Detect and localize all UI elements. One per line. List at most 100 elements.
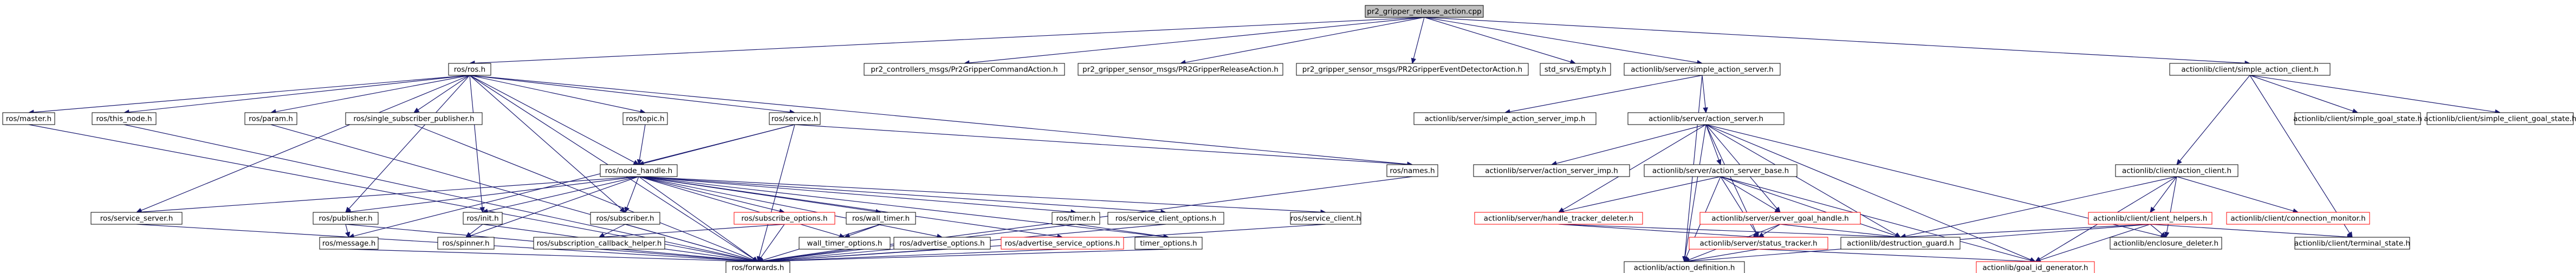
node-label: actionlib/client/terminal_state.h (2294, 239, 2410, 248)
edge-ros_node_handle-to-ros_service_client (638, 176, 1327, 215)
node-as-status-tracker[interactable]: actionlib/server/status_tracker.h (1689, 237, 1828, 250)
node-ros-service-client[interactable]: ros/service_client.h (1290, 212, 1361, 225)
node-label: actionlib/client/simple_client_goal_stat… (2424, 115, 2576, 123)
node-label: pr2_gripper_sensor_msgs/PR2GripperReleas… (1082, 66, 1279, 74)
edge-ros_ros-to-ros_names (469, 75, 1413, 167)
node-ros-timer-options[interactable]: timer_options.h (1134, 237, 1203, 250)
edge-ac_simple-to-ac_action_client (2176, 75, 2250, 165)
node-ac-terminal-state[interactable]: actionlib/client/terminal_state.h (2294, 237, 2410, 250)
node-al-destruction-guard[interactable]: actionlib/destruction_guard.h (1840, 237, 1961, 250)
node-ros-sub-cb-helper[interactable]: ros/subscription_callback_helper.h (533, 237, 665, 250)
node-ac-connection-monitor[interactable]: actionlib/client/connection_monitor.h (2226, 212, 2370, 225)
node-ros-subscribe-options[interactable]: ros/subscribe_options.h (734, 212, 835, 225)
node-label: actionlib/client/client_helpers.h (2093, 214, 2208, 223)
node-ros-wall-timer-options[interactable]: wall_timer_options.h (799, 237, 891, 250)
node-ros-service-server[interactable]: ros/service_server.h (90, 212, 183, 225)
edge-ac_simple-to-ac_simple_goal_state (2249, 75, 2359, 114)
node-ac-simple-client-goal-state[interactable]: actionlib/client/simple_client_goal_stat… (2424, 112, 2576, 125)
node-ros-wall-timer[interactable]: ros/wall_timer.h (846, 212, 916, 225)
edge-ros_ros-to-ros_this_node (123, 75, 470, 115)
edge-root-to-pr2c_cmd (963, 17, 1425, 66)
node-label: actionlib/server/action_server_base.h (1652, 167, 1789, 176)
edge-as_server_goal_handle-to-as_status_tracker (1757, 224, 1781, 238)
node-ros-param[interactable]: ros/param.h (244, 112, 297, 125)
node-ros-advertise-options[interactable]: ros/advertise_options.h (893, 237, 991, 250)
node-root[interactable]: pr2_gripper_release_action.cpp (1365, 5, 1484, 18)
node-ros-timer[interactable]: ros/timer.h (1052, 212, 1100, 225)
node-ros-forwards[interactable]: ros/forwards.h (725, 261, 790, 273)
edge-root-to-ac_simple (1424, 17, 2251, 66)
node-ros-node-handle[interactable]: ros/node_handle.h (600, 164, 678, 177)
node-al-action-definition[interactable]: actionlib/action_definition.h (1624, 261, 1745, 273)
node-label: ros/subscription_callback_helper.h (537, 239, 662, 248)
node-label: actionlib/goal_id_generator.h (1982, 264, 2088, 272)
node-pr2g-release[interactable]: pr2_gripper_sensor_msgs/PR2GripperReleas… (1078, 63, 1283, 76)
node-label: actionlib/server/server_goal_handle.h (1711, 214, 1848, 223)
node-as-action-server-imp[interactable]: actionlib/server/action_server_imp.h (1473, 164, 1630, 177)
node-std-empty[interactable]: std_srvs/Empty.h (1540, 63, 1611, 76)
node-as-handle-tracker-deleter[interactable]: actionlib/server/handle_tracker_deleter.… (1474, 212, 1643, 225)
node-as-action-server[interactable]: actionlib/server/action_server.h (1627, 112, 1785, 125)
node-ros-ros[interactable]: ros/ros.h (448, 63, 491, 76)
node-al-goal-id-generator[interactable]: actionlib/goal_id_generator.h (1976, 261, 2095, 273)
edge-ac_client_helpers-to-al_goal_id_generator (2034, 224, 2151, 263)
edge-ros_timer_options-to-ros_forwards (757, 249, 1169, 264)
edge-ros_node_handle-to-ros_subscriber (624, 176, 639, 213)
node-ros-names[interactable]: ros/names.h (1386, 164, 1438, 177)
node-label: actionlib/client/connection_monitor.h (2230, 214, 2365, 223)
node-ros-service-client-options[interactable]: ros/service_client_options.h (1107, 212, 1224, 225)
edge-ros_node_handle-to-ros_service_server (135, 176, 639, 215)
node-ros-publisher[interactable]: ros/publisher.h (313, 212, 379, 225)
node-ac-simple-goal-state[interactable]: actionlib/client/simple_goal_state.h (2293, 112, 2422, 125)
node-as-action-server-base[interactable]: actionlib/server/action_server_base.h (1644, 164, 1798, 177)
node-label: actionlib/client/simple_action_client.h (2181, 66, 2318, 74)
node-label: ros/advertise_options.h (899, 239, 985, 248)
node-ros-message[interactable]: ros/message.h (319, 237, 379, 250)
node-label: actionlib/action_definition.h (1634, 264, 1735, 272)
edge-ros_subscribe_options-to-ros_forwards (757, 224, 785, 263)
node-ros-master[interactable]: ros/master.h (2, 112, 55, 125)
node-ros-spinner[interactable]: ros/spinner.h (437, 237, 495, 250)
node-label: actionlib/destruction_guard.h (1847, 239, 1954, 248)
node-ros-single-pub[interactable]: ros/single_subscriber_publisher.h (345, 112, 483, 125)
node-ros-advertise-service-options[interactable]: ros/advertise_service_options.h (1001, 237, 1124, 250)
edge-ros_service-to-ros_forwards (756, 124, 795, 263)
edge-ros_wall_timer-to-ros_wall_timer_options (843, 224, 881, 238)
node-ac-client-helpers[interactable]: actionlib/client/client_helpers.h (2088, 212, 2212, 225)
node-ros-init[interactable]: ros/init.h (463, 212, 503, 225)
node-label: ros/param.h (249, 115, 293, 123)
edge-ros_ros-to-ros_topic (469, 75, 646, 114)
node-as-simple-imp[interactable]: actionlib/server/simple_action_server_im… (1413, 112, 1597, 125)
node-label: ros/spinner.h (442, 239, 489, 248)
node-al-enclosure-deleter[interactable]: actionlib/enclosure_deleter.h (2110, 237, 2222, 250)
node-label: timer_options.h (1140, 239, 1197, 248)
node-ac-action-client[interactable]: actionlib/client/action_client.h (2115, 164, 2238, 177)
edge-root-to-pr2g_event (1411, 17, 1425, 64)
node-ros-subscriber[interactable]: ros/subscriber.h (590, 212, 660, 225)
node-ros-topic[interactable]: ros/topic.h (622, 112, 668, 125)
node-pr2c-cmd[interactable]: pr2_controllers_msgs/Pr2GripperCommandAc… (864, 63, 1065, 76)
edge-as_simple-to-as_simple_imp (1504, 75, 1703, 114)
node-label: ros/service.h (771, 115, 818, 123)
edge-ros_node_handle-to-ros_service_client_options (638, 176, 1167, 215)
node-label: ros/init.h (466, 214, 498, 223)
node-pr2g-event[interactable]: pr2_gripper_sensor_msgs/PR2GripperEventD… (1296, 63, 1529, 76)
edge-ros_service-to-ros_names (794, 124, 1413, 167)
node-label: ros/subscribe_options.h (741, 214, 827, 223)
edge-ac_action_client-to-al_enclosure_deleter (2164, 176, 2177, 238)
node-ac-simple[interactable]: actionlib/client/simple_action_client.h (2169, 63, 2331, 76)
node-label: actionlib/client/action_client.h (2122, 167, 2231, 176)
edge-ros_node_handle-to-ros_advertise_options (638, 176, 943, 239)
edge-as_handle_tracker_deleter-to-as_status_tracker (1558, 224, 1760, 240)
node-label: pr2_gripper_sensor_msgs/PR2GripperEventD… (1302, 66, 1522, 74)
edge-ros_init-to-ros_spinner (465, 224, 483, 238)
node-label: ros/timer.h (1056, 214, 1096, 223)
edge-ac_client_helpers-to-al_enclosure_deleter (2150, 224, 2166, 238)
node-as-simple[interactable]: actionlib/server/simple_action_server.h (1624, 63, 1781, 76)
node-ros-service[interactable]: ros/service.h (769, 112, 821, 125)
node-label: actionlib/server/action_server.h (1649, 115, 1763, 123)
node-as-server-goal-handle[interactable]: actionlib/server/server_goal_handle.h (1699, 212, 1861, 225)
node-ros-this-node[interactable]: ros/this_node.h (92, 112, 157, 125)
node-label: actionlib/server/simple_action_server_im… (1425, 115, 1586, 123)
node-label: ros/names.h (1390, 167, 1435, 176)
